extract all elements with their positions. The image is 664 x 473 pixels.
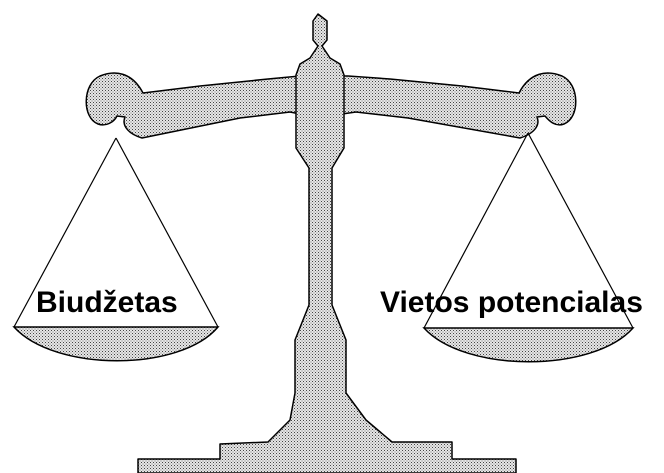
left-pan-string-right [115, 137, 219, 328]
right-pan [422, 327, 635, 363]
left-pan-label: Biudžetas [36, 286, 178, 319]
left-pan-string-left [13, 137, 117, 328]
right-pan-label: Vietos potencialas [380, 286, 643, 319]
left-pan [12, 326, 220, 362]
right-pan-string-left [423, 132, 529, 329]
scale-column [137, 13, 517, 473]
right-pan-string-right [527, 132, 634, 329]
